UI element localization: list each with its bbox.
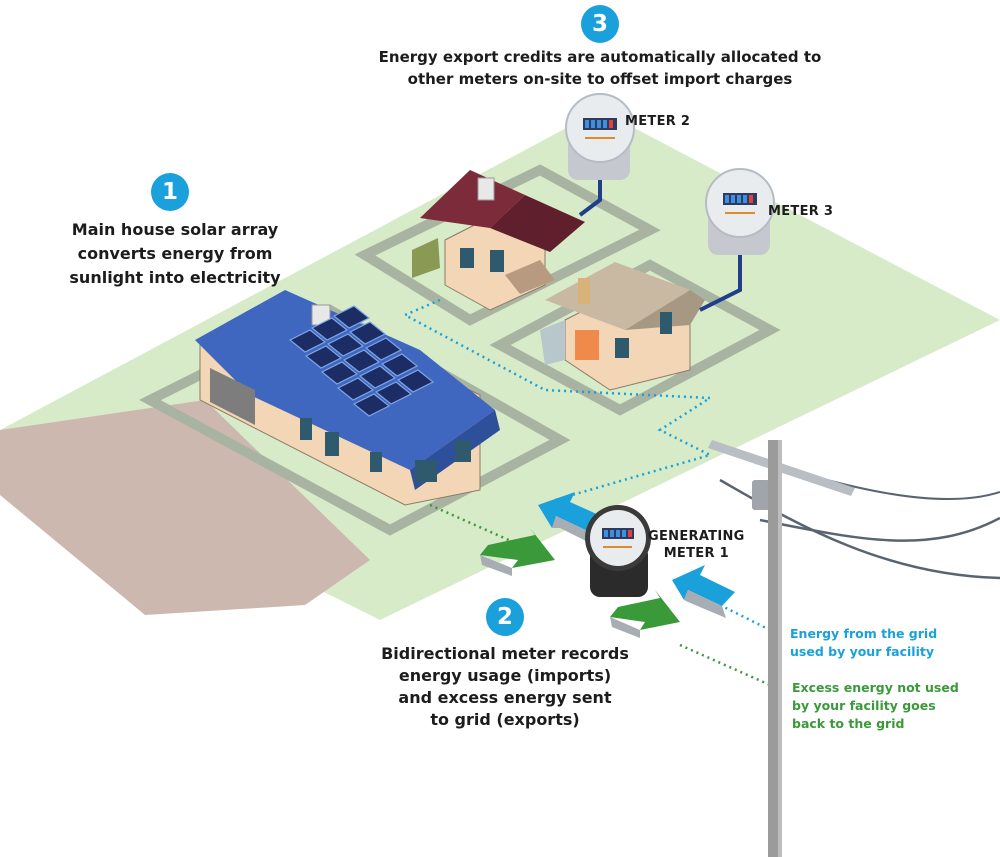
house-3-illustration [540, 262, 705, 391]
meter-3-label: METER 3 [768, 204, 834, 219]
export-feed-line [679, 643, 771, 687]
arrow-export-icon [610, 590, 680, 638]
import-feed-line [719, 603, 771, 632]
step-3-badge: 3 [581, 5, 619, 43]
step-1-line: Main house solar array [71, 220, 279, 239]
meter-icon [705, 168, 775, 255]
step-2-caption: Bidirectional meter records energy usage… [360, 643, 650, 731]
step-2-line: Bidirectional meter records [381, 644, 629, 663]
grid-import-line: used by your facility [790, 644, 934, 659]
meter-1-line: GENERATING [648, 529, 745, 544]
step-3-line: Energy export credits are automatically … [378, 48, 822, 66]
step-2-line: energy usage (imports) [398, 666, 612, 685]
step-1-caption: Main house solar array converts energy f… [40, 218, 310, 290]
solar-panel-icon [288, 305, 435, 417]
grid-import-note: Energy from the grid used by your facili… [790, 625, 937, 661]
step-1-line: sunlight into electricity [69, 268, 281, 287]
driveway [0, 400, 370, 615]
grid-import-line: Energy from the grid [790, 626, 938, 641]
step-2-line: and excess energy sent [398, 688, 612, 707]
meter-icon [585, 505, 651, 597]
utility-pole-icon [708, 440, 1000, 857]
arrow-export-icon [480, 528, 555, 576]
step-2-badge: 2 [486, 598, 524, 636]
grid-export-line: back to the grid [792, 716, 905, 731]
step-3-line: other meters on-site to offset import ch… [407, 70, 793, 88]
meter-2-label: METER 2 [625, 114, 691, 129]
grid-export-line: Excess energy not used [792, 680, 959, 695]
meter-wires [578, 180, 742, 312]
flow-lines [402, 298, 771, 687]
arrow-import-icon [672, 565, 735, 618]
step-2-line: to grid (exports) [430, 710, 580, 729]
meter-1-label: GENERATING METER 1 [648, 528, 745, 562]
house-2-illustration [412, 170, 585, 311]
step-3-caption: Energy export credits are automatically … [350, 46, 850, 90]
meter-1-line: METER 1 [663, 546, 729, 561]
step-1-line: converts energy from [77, 244, 273, 263]
grid-export-note: Excess energy not used by your facility … [792, 679, 959, 733]
export-dotted-line [429, 503, 521, 547]
step-1-badge: 1 [151, 173, 189, 211]
meter-icon [565, 93, 635, 180]
grid-export-line: by your facility goes [792, 698, 936, 713]
